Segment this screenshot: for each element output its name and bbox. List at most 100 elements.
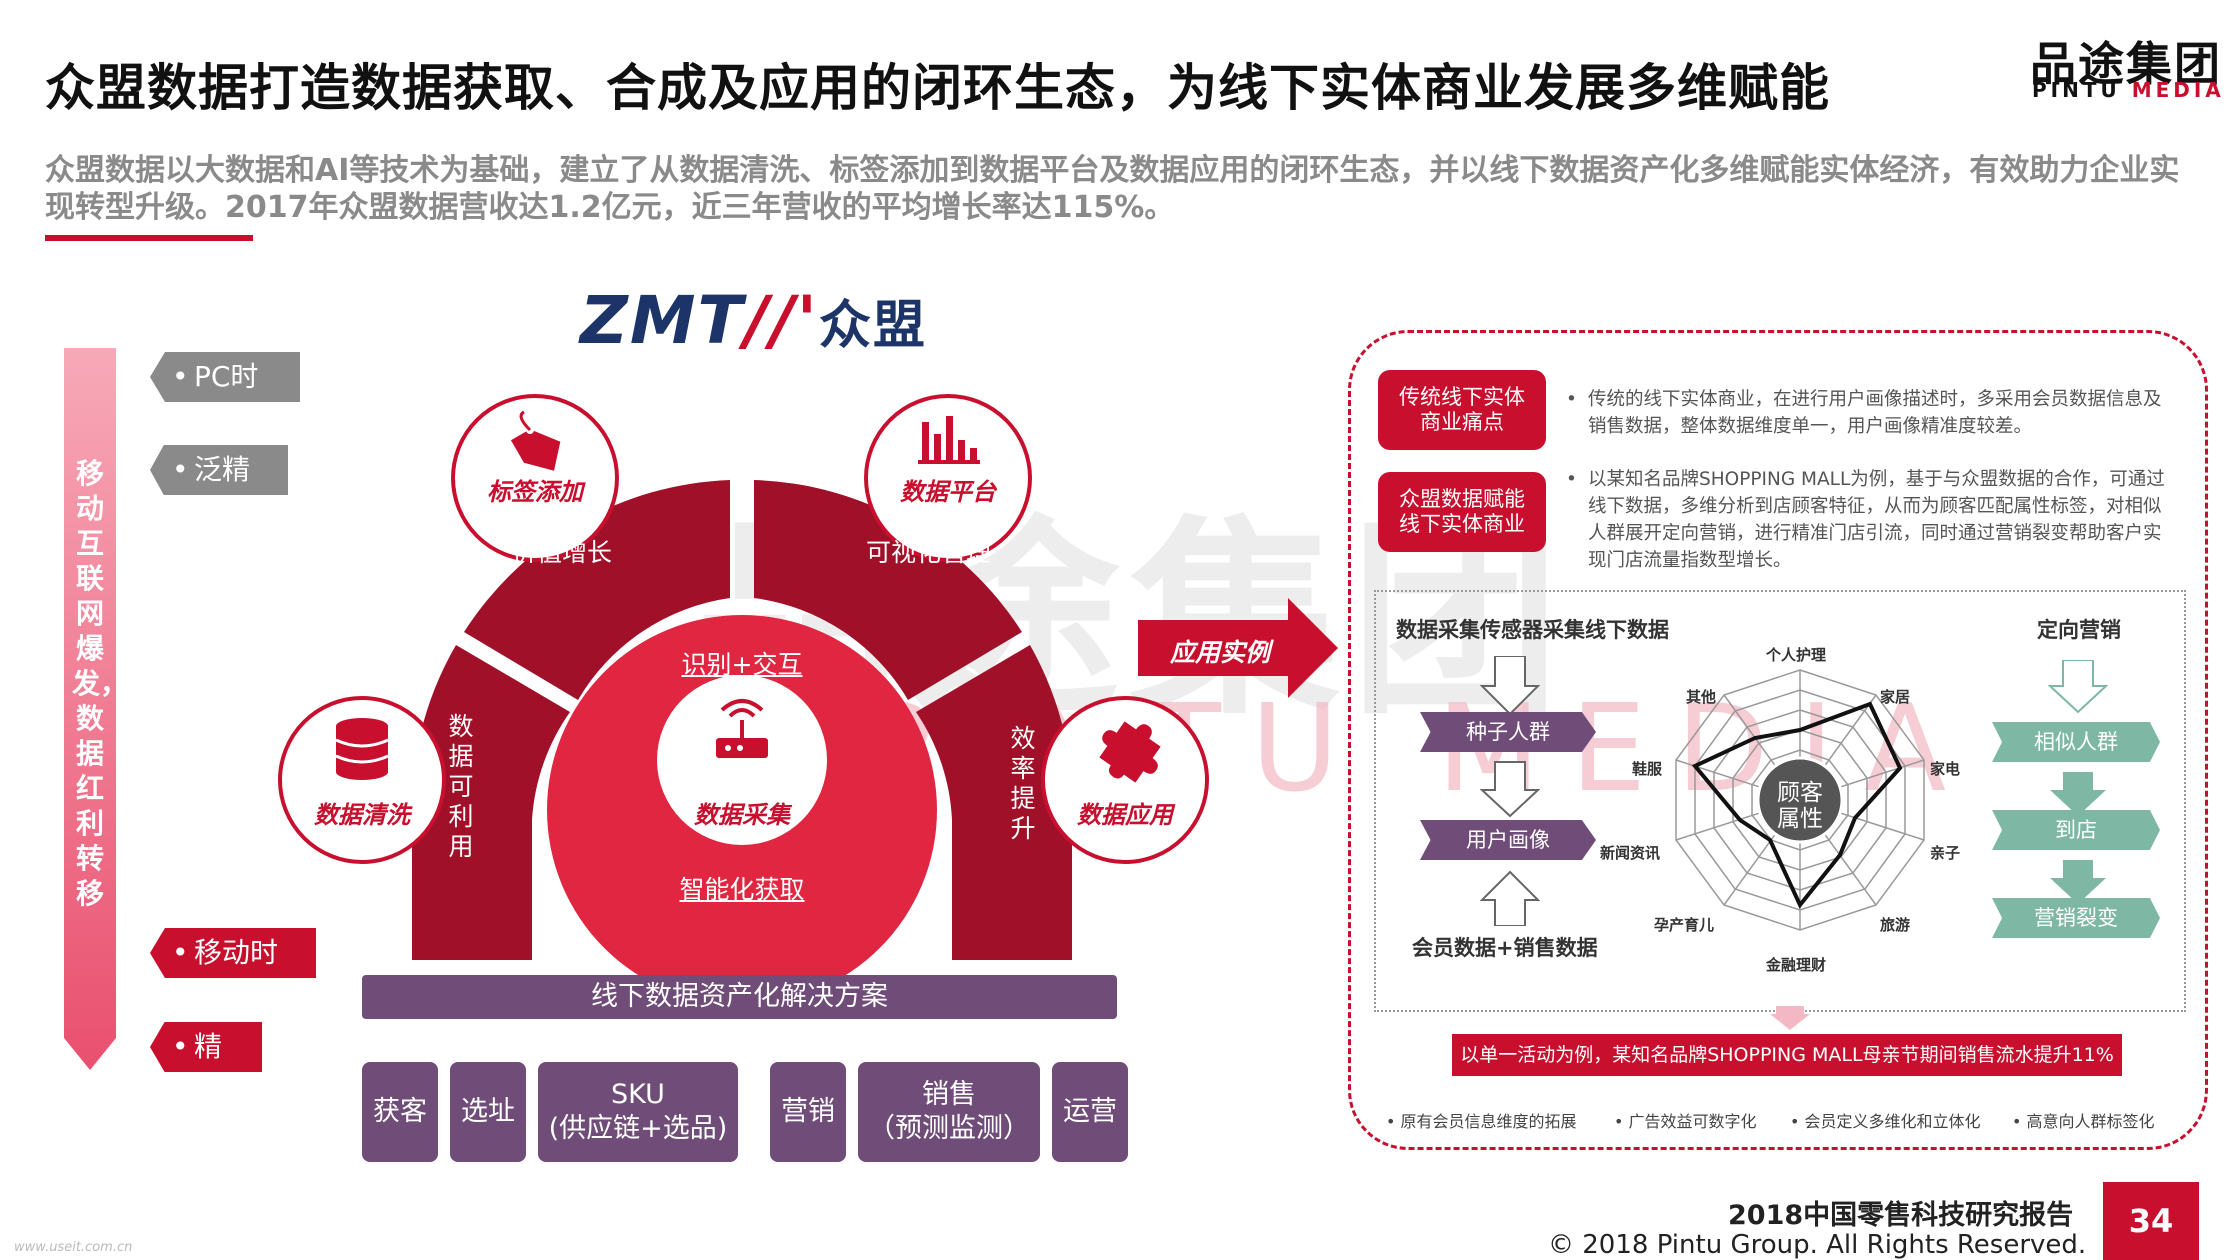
pain-point-tag-line1: 传统线下实体	[1399, 385, 1525, 409]
radar-axis-travel: 旅游	[1880, 916, 1911, 934]
bottom-bullet-4: • 高意向人群标签化	[2012, 1112, 2155, 1131]
radar-axis-finance: 金融理财	[1766, 956, 1827, 974]
pain-point-desc: 传统的线下实体商业，在进行用户画像描述时，多采用会员数据信息及销售数据，整体数据…	[1566, 386, 2178, 440]
application-panel	[1348, 330, 2208, 1150]
empower-tag-line2: 线下实体商业	[1399, 512, 1525, 536]
bottom-bullet-1: • 原有会员信息维度的拓展	[1386, 1112, 1577, 1131]
solution-box-acquire: 获客	[362, 1062, 438, 1162]
node-label-data-apply: 数据应用	[1077, 801, 1173, 829]
sector-text-data-usable: 数据可利用	[448, 712, 474, 861]
bottom-bullet-2-text: 广告效益可数字化	[1628, 1112, 1757, 1131]
radar-axis-appliance: 家电	[1930, 760, 1961, 778]
sector-text-visual-mgmt: 可视化管理	[866, 538, 992, 567]
zmt-mark: //'	[744, 282, 819, 359]
node-label-tag-add: 标签添加	[487, 478, 583, 506]
user-portrait-banner: 用户画像	[1420, 820, 1596, 860]
radar-axis-other: 其他	[1686, 688, 1717, 706]
bottom-bullet-2: • 广告效益可数字化	[1614, 1112, 1757, 1131]
radar-axis-parenting: 亲子	[1930, 844, 1961, 862]
sector-text-value-growth: 价值增长	[512, 538, 613, 567]
right-flow-arrows	[2048, 660, 2108, 904]
solution-box-marketing: 营销	[770, 1062, 846, 1162]
core-link-identify-interact[interactable]: 识别+交互	[681, 650, 803, 679]
marketing-fission-banner: 营销裂变	[1992, 898, 2160, 938]
solution-box-sales: 销售 （预测监测）	[858, 1062, 1040, 1162]
copyright: © 2018 Pintu Group. All Rights Reserved.	[1548, 1230, 2087, 1260]
logo-en-b: MEDIA	[2131, 78, 2225, 102]
page-subtitle: 众盟数据以大数据和AI等技术为基础，建立了从数据清洗、标签添加到数据平台及数据应…	[45, 153, 2180, 225]
sector-left-upper	[464, 480, 730, 700]
timeline-vertical-text: 移动互联网爆发，数据红利转移	[72, 457, 129, 910]
database-icon	[335, 718, 389, 780]
logo-en: PINTU MEDIA	[2032, 78, 2225, 102]
sector-text-efficiency-up: 效率提升	[1010, 724, 1036, 843]
site-watermark: www.useit.com.cn	[14, 1240, 133, 1255]
timeline-arrow	[64, 348, 116, 1070]
zmt-latin: ZMT	[580, 282, 745, 359]
left-flow-arrows	[1480, 656, 1540, 926]
radar-axis-personal-care: 个人护理	[1766, 646, 1827, 664]
puzzle-icon	[1099, 721, 1161, 783]
core-link-smart-acquire[interactable]: 智能化获取	[679, 875, 805, 904]
price-tag-icon	[510, 410, 561, 471]
timeline-tag-pc-era: PC时代	[150, 352, 300, 402]
to-store-banner: 到店	[1992, 810, 2160, 850]
radar-center-line2: 属性	[1777, 806, 1823, 832]
bottom-bullet-4-text: 高意向人群标签化	[2026, 1112, 2155, 1131]
node-circle-tag-add	[451, 394, 619, 562]
radar-center-label: 顾客 属性	[1775, 780, 1825, 832]
seed-crowd-banner: 种子人群	[1420, 712, 1596, 752]
sales-line-2: （预测监测）	[868, 1113, 1030, 1144]
timeline-tag-precision: 精准	[150, 1022, 262, 1072]
node-label-data-clean: 数据清洗	[314, 801, 410, 829]
bottom-bullet-3-text: 会员定义多维化和立体化	[1804, 1112, 1981, 1131]
empower-tag-line1: 众盟数据赋能	[1399, 487, 1525, 511]
radar-axis-apparel: 鞋服	[1632, 760, 1663, 778]
report-title: 2018中国零售科技研究报告	[1728, 1200, 2074, 1231]
empower-desc: 以某知名品牌SHOPPING MALL为例，基于与众盟数据的合作，可通过线下数据…	[1566, 466, 2178, 574]
targeted-marketing-title: 定向营销	[2037, 618, 2121, 642]
node-circle-data-platform	[864, 394, 1032, 562]
sku-line-2: (供应链+选品)	[548, 1113, 728, 1144]
sector-left-lower	[411, 645, 570, 960]
bottom-bullet-3: • 会员定义多维化和立体化	[1790, 1112, 1981, 1131]
customer-attribute-radar	[1675, 669, 1925, 931]
solution-box-site: 选址	[450, 1062, 526, 1162]
node-label-data-collect: 数据采集	[694, 801, 790, 829]
bar-chart-icon	[918, 416, 980, 464]
zmt-brand-logo: ZMT//'众盟	[580, 282, 927, 359]
result-bar: 以单一活动为例，某知名品牌SHOPPING MALL母亲节期间销售流水提升11%	[1452, 1034, 2122, 1076]
node-circle-data-apply	[1041, 696, 1209, 864]
subtitle-underline	[45, 235, 253, 241]
sector-right-upper	[754, 480, 1022, 700]
sku-line-1: SKU	[611, 1079, 665, 1110]
empower-tag: 众盟数据赋能 线下实体商业	[1378, 472, 1546, 552]
page-title: 众盟数据打造数据获取、合成及应用的闭环生态，为线下实体商业发展多维赋能	[45, 59, 1830, 117]
sector-right-lower	[916, 645, 1073, 960]
pain-point-tag: 传统线下实体 商业痛点	[1378, 370, 1546, 450]
pain-point-tag-line2: 商业痛点	[1420, 410, 1504, 434]
similar-crowd-banner: 相似人群	[1992, 722, 2160, 762]
zmt-cn: 众盟	[818, 296, 927, 356]
sensor-section-title: 数据采集传感器采集线下数据	[1396, 618, 1669, 642]
solution-box-sku: SKU (供应链+选品)	[538, 1062, 738, 1162]
logo-en-a: PINTU	[2032, 78, 2121, 102]
node-label-data-platform: 数据平台	[900, 478, 996, 506]
radar-axis-news: 新闻资讯	[1600, 844, 1661, 862]
result-pointer-arrow	[1770, 1006, 1810, 1030]
solution-box-operation: 运营	[1052, 1062, 1128, 1162]
timeline-tag-broad-precision: 泛精准	[150, 445, 288, 495]
page-number: 34	[2103, 1182, 2199, 1260]
router-wifi-icon	[716, 699, 768, 758]
sales-line-1: 销售	[922, 1079, 976, 1110]
application-arrow-label: 应用实例	[1170, 638, 1271, 667]
closed-loop-diagram	[278, 394, 1209, 1000]
application-arrow	[1138, 598, 1338, 698]
timeline-tag-mobile-era: 移动时代	[150, 928, 316, 978]
logo-cn: 品途集团	[2030, 37, 2222, 91]
radar-center-line1: 顾客	[1777, 780, 1823, 806]
radar-axis-home: 家居	[1880, 688, 1911, 706]
solution-bar: 线下数据资产化解决方案	[362, 975, 1117, 1019]
member-sales-data-label: 会员数据+销售数据	[1412, 936, 1598, 960]
radar-axis-maternity: 孕产育儿	[1654, 916, 1715, 934]
